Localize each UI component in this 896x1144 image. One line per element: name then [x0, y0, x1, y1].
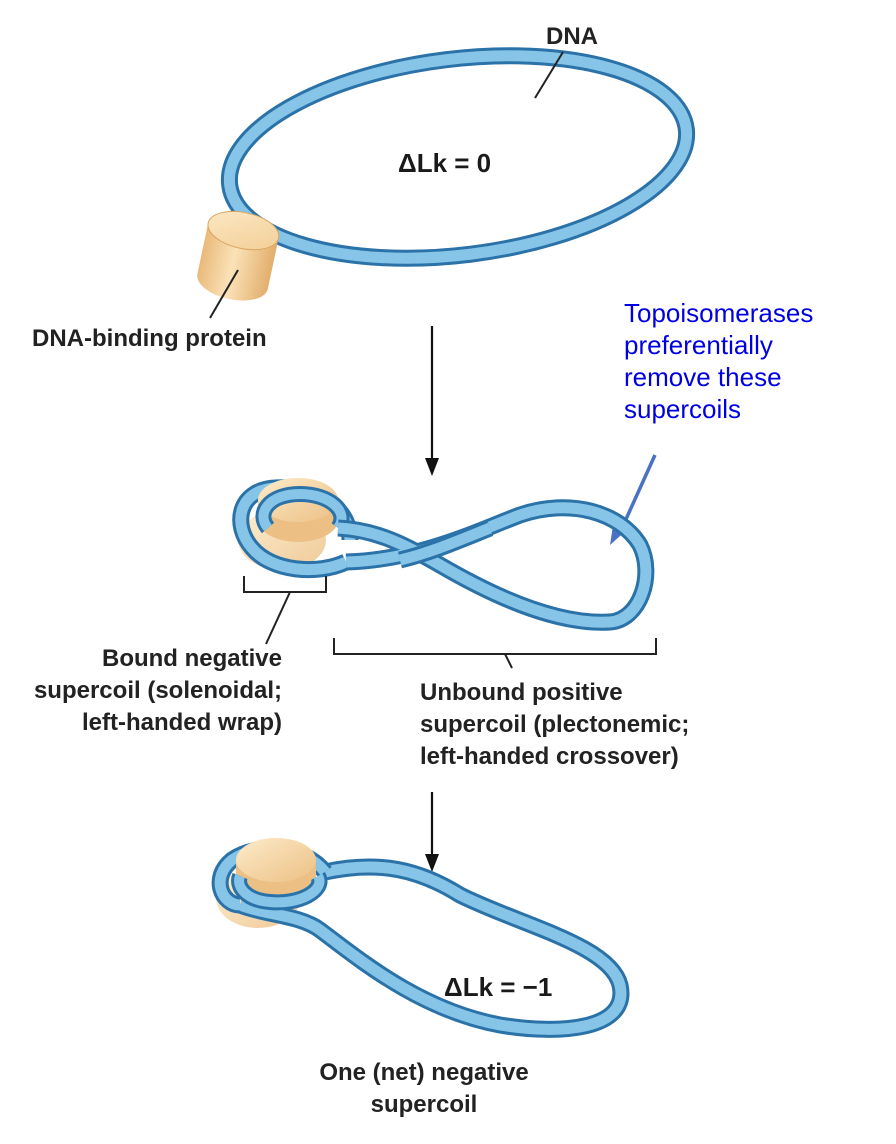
- dna-label: DNA: [546, 23, 598, 50]
- delta-lk-minus-one-label: ΔLk = −1: [444, 972, 552, 1002]
- dna-binding-protein: [197, 210, 280, 301]
- unbound-pointer-line: [504, 653, 513, 669]
- relaxed-dna-circle: [220, 47, 696, 267]
- topoisomerase-annotation-line4: supercoils: [624, 394, 741, 424]
- bound-label-line3: left-handed wrap): [82, 709, 282, 736]
- topoisomerase-annotation-line1: Topoisomerases: [624, 298, 813, 328]
- protein-label: DNA-binding protein: [32, 325, 267, 352]
- net-supercoil-line1: One (net) negative: [319, 1059, 528, 1086]
- bound-label-line1: Bound negative: [102, 645, 282, 672]
- supercoiled-dna-bottom: [211, 838, 630, 1038]
- bound-bracket: [243, 576, 327, 593]
- unbound-label-line3: left-handed crossover): [420, 743, 679, 770]
- dna-pointer-line: [534, 51, 564, 99]
- unbound-label-line1: Unbound positive: [420, 679, 623, 706]
- process-arrow-1: [425, 326, 439, 476]
- process-arrow-2: [425, 792, 439, 872]
- protein-pointer-line: [209, 269, 239, 319]
- bound-label-line2: supercoil (solenoidal;: [34, 677, 282, 704]
- unbound-bracket: [333, 638, 657, 655]
- topoisomerase-annotation-line3: remove these: [624, 362, 782, 392]
- unbound-label-line2: supercoil (plectonemic;: [420, 711, 689, 738]
- net-supercoil-line2: supercoil: [371, 1091, 478, 1118]
- supercoiled-dna-middle: [232, 478, 655, 631]
- delta-lk-zero-label: ΔLk = 0: [398, 148, 491, 178]
- topoisomerase-annotation-line2: preferentially: [624, 330, 773, 360]
- bound-pointer-line: [265, 591, 291, 645]
